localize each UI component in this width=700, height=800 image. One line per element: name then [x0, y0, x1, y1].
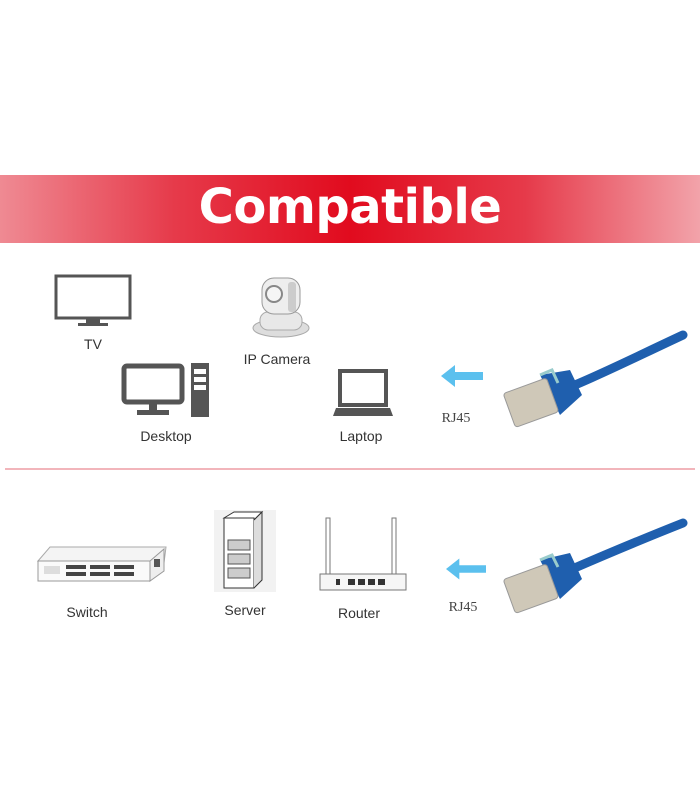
section-divider: [5, 468, 695, 470]
device-label-desktop: Desktop: [140, 428, 192, 444]
device-label-tv: TV: [84, 336, 102, 352]
connector-label-rj45: RJ45: [448, 600, 478, 615]
banner: Compatible: [0, 175, 700, 243]
tv-icon: [54, 274, 132, 326]
device-label-ip-camera: IP Camera: [243, 351, 311, 367]
banner-title: Compatible: [198, 179, 502, 235]
rj45-cable-icon: [503, 330, 688, 428]
device-label-switch: Switch: [66, 604, 108, 620]
router-icon: [319, 517, 407, 591]
device-label-router: Router: [337, 605, 381, 621]
switch-icon: [36, 546, 167, 582]
server-icon: [214, 510, 276, 592]
laptop-icon: [333, 369, 393, 416]
desktop-icon: [121, 363, 209, 417]
arrow-left-icon: [446, 558, 486, 580]
device-label-server: Server: [224, 602, 266, 618]
device-label-laptop: Laptop: [339, 428, 383, 444]
ip-camera-icon: [252, 277, 310, 338]
arrow-left-icon: [441, 365, 483, 387]
rj45-cable-icon: [503, 518, 688, 614]
connector-label-rj45: RJ45: [441, 411, 471, 426]
